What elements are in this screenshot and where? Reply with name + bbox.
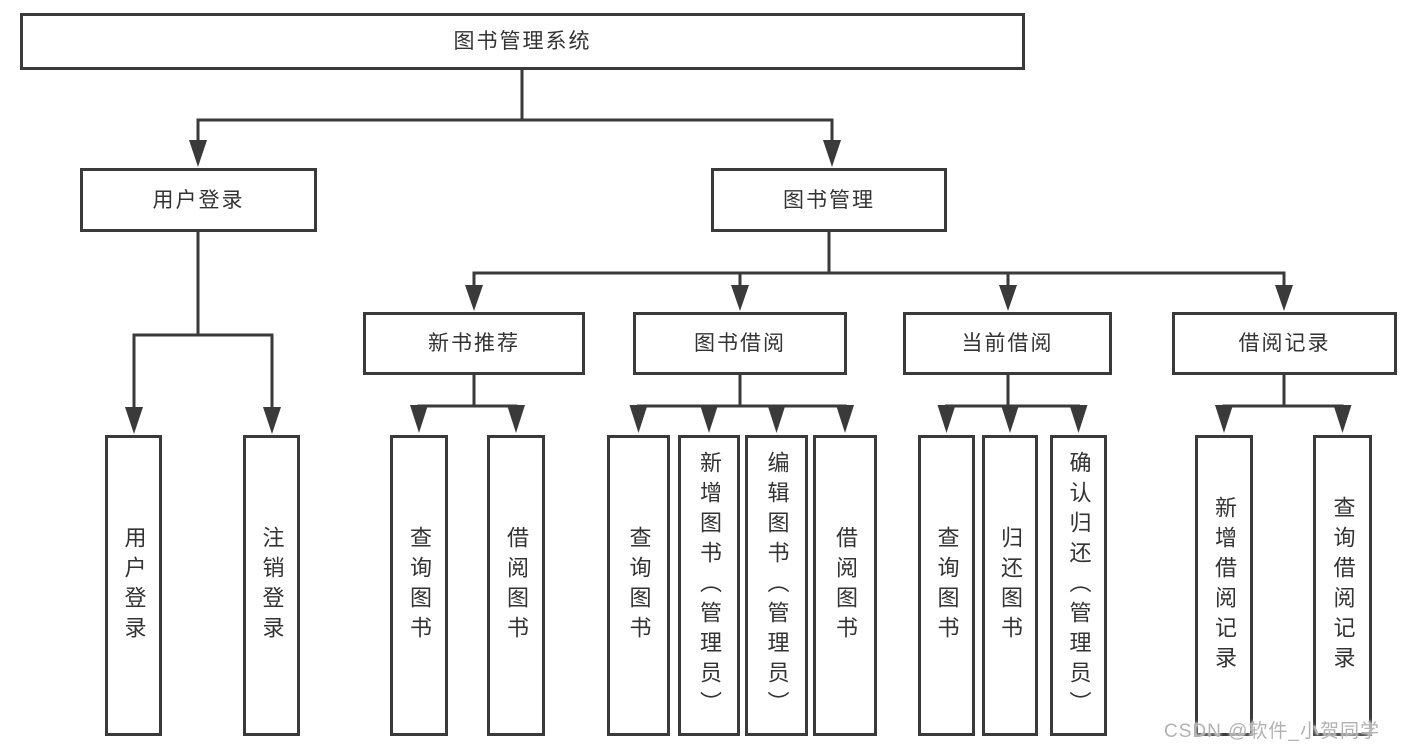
connector-newbook-to-leaves: [410, 375, 525, 433]
node-borrow-records: 借阅记录: [1172, 312, 1397, 375]
connector-currentborrow-to-leaves: [937, 375, 1088, 433]
node-book-management-label: 图书管理: [783, 188, 875, 212]
connector-bookmgmt-to-level3: [465, 232, 1293, 311]
arrowhead: [1333, 405, 1352, 433]
leaf-logout: 注销登录: [243, 435, 300, 736]
node-user-login-label: 用户登录: [152, 188, 245, 212]
leaf-current-return-books-label: 归还图书: [998, 525, 1023, 646]
node-new-book-recommend: 新书推荐: [363, 312, 585, 375]
csdn-watermark: CSDN @软件_小贺同学: [1164, 721, 1380, 742]
arrowhead: [125, 407, 143, 434]
arrowhead: [767, 405, 786, 433]
leaf-newrec-borrow-books: 借阅图书: [487, 435, 545, 736]
arrowhead: [629, 405, 648, 433]
leaf-user-login-label: 用户登录: [121, 525, 147, 646]
leaf-borrow-add-books-admin-label: 新增图书（管理员）: [697, 450, 722, 721]
arrowhead: [1069, 405, 1088, 433]
leaf-borrow-borrow-books: 借阅图书: [813, 435, 877, 736]
leaf-borrow-query-books: 查询图书: [607, 435, 670, 736]
leaf-borrow-add-books-admin: 新增图书（管理员）: [678, 435, 740, 736]
leaf-borrow-edit-books-admin-label: 编辑图书（管理员）: [764, 450, 790, 721]
connector-root-to-level2: [189, 70, 841, 167]
arrowhead: [999, 285, 1017, 311]
leaf-newrec-borrow-books-label: 借阅图书: [504, 525, 529, 646]
node-book-borrow-label: 图书借阅: [694, 332, 786, 355]
leaf-borrow-query-books-label: 查询图书: [626, 525, 652, 646]
connector-userlogin-to-leaves: [125, 232, 281, 434]
connector-bookborrow-to-leaves: [629, 375, 854, 433]
leaf-current-confirm-return-admin-label: 确认归还（管理员）: [1066, 450, 1092, 721]
arrowhead: [700, 405, 718, 433]
leaf-records-add-record: 新增借阅记录: [1195, 435, 1253, 736]
node-root-label: 图书管理系统: [453, 30, 592, 53]
node-current-borrow-label: 当前借阅: [961, 332, 1054, 355]
arrowhead: [836, 405, 854, 433]
arrowhead: [189, 140, 207, 167]
leaf-records-query-record: 查询借阅记录: [1313, 435, 1372, 736]
leaf-records-query-record-label: 查询借阅记录: [1330, 495, 1356, 676]
node-user-login: 用户登录: [80, 168, 317, 232]
leaf-logout-label: 注销登录: [259, 525, 285, 646]
leaf-borrow-borrow-books-label: 借阅图书: [833, 525, 858, 646]
arrowhead: [937, 405, 956, 433]
arrowhead: [263, 407, 281, 434]
arrowhead: [731, 285, 749, 311]
leaf-newrec-query-books: 查询图书: [390, 435, 448, 736]
arrowhead: [823, 140, 841, 167]
arrowhead: [410, 405, 428, 433]
arrowhead: [507, 405, 525, 433]
arrowhead: [1275, 285, 1293, 311]
leaf-current-confirm-return-admin: 确认归还（管理员）: [1050, 435, 1107, 736]
arrowhead: [1215, 405, 1233, 433]
leaf-records-add-record-label: 新增借阅记录: [1212, 495, 1237, 676]
arrowhead: [1001, 405, 1019, 433]
leaf-current-query-books: 查询图书: [918, 435, 975, 736]
connector-records-to-leaves: [1215, 375, 1352, 433]
node-book-borrow: 图书借阅: [633, 312, 847, 375]
leaf-borrow-edit-books-admin: 编辑图书（管理员）: [745, 435, 808, 736]
node-borrow-records-label: 借阅记录: [1238, 332, 1331, 355]
leaf-newrec-query-books-label: 查询图书: [407, 525, 432, 646]
leaf-user-login: 用户登录: [105, 435, 162, 736]
node-book-management: 图书管理: [711, 168, 947, 232]
leaf-current-return-books: 归还图书: [982, 435, 1038, 736]
node-current-borrow: 当前借阅: [903, 312, 1112, 375]
node-root: 图书管理系统: [20, 13, 1025, 70]
leaf-current-query-books-label: 查询图书: [934, 525, 960, 646]
node-new-book-recommend-label: 新书推荐: [428, 332, 520, 355]
arrowhead: [465, 285, 483, 311]
